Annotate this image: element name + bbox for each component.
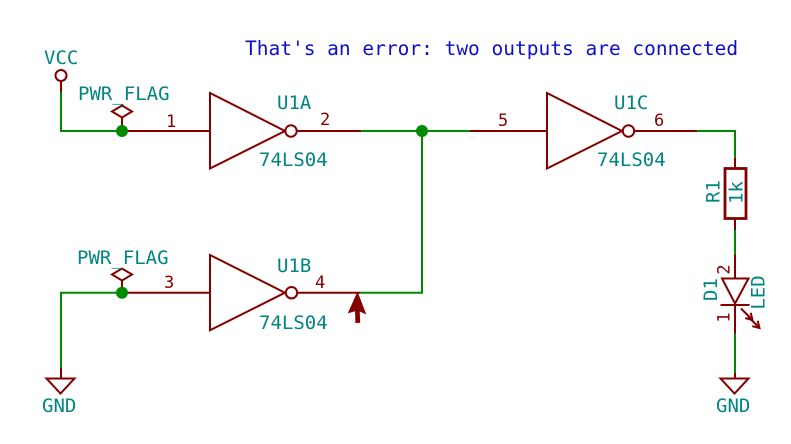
- gate-u1c-ref[interactable]: U1C: [614, 92, 648, 114]
- inverter-bubble-icon: [284, 124, 298, 138]
- pwr-flag-diamond-icon: [110, 267, 134, 282]
- resistor-r1[interactable]: [723, 158, 748, 230]
- note-text[interactable]: That's an error: two outputs are connect…: [245, 37, 738, 60]
- led-light-arrows-icon: [740, 307, 761, 330]
- gnd-left-symbol[interactable]: [44, 368, 77, 395]
- resistor-r1-value[interactable]: 1k: [726, 181, 748, 204]
- pwr-flag-bottom-label[interactable]: PWR_FLAG: [77, 247, 169, 269]
- led-d1-value[interactable]: LED: [748, 275, 770, 309]
- pwr-flag-top-symbol[interactable]: [110, 104, 134, 129]
- pwr-flag-diamond-icon: [110, 104, 134, 119]
- pin-5-number: 5: [498, 111, 508, 131]
- led-d1-ref[interactable]: D1: [700, 278, 722, 301]
- gate-u1b-ref[interactable]: U1B: [277, 255, 311, 277]
- gate-u1c-value[interactable]: 74LS04: [597, 149, 666, 171]
- junction-dot: [416, 125, 428, 137]
- inverter-triangle-icon: [546, 91, 625, 171]
- wire-vcc-to-junction[interactable]: [60, 92, 124, 132]
- inverter-triangle-icon: [209, 253, 288, 332]
- gnd-triangle-icon: [718, 377, 751, 395]
- mouse-cursor-icon: [347, 291, 367, 324]
- gate-u1b-value[interactable]: 74LS04: [259, 312, 328, 334]
- diode-triangle-icon: [720, 277, 751, 306]
- inverter-bubble-icon: [621, 124, 636, 138]
- gate-u1a-ref[interactable]: U1A: [277, 92, 312, 114]
- gate-u1a[interactable]: [122, 91, 361, 171]
- junction-dot: [116, 286, 128, 299]
- pwr-flag-top-label[interactable]: PWR_FLAG: [78, 83, 170, 105]
- vcc-label[interactable]: VCC: [44, 47, 78, 69]
- led-pin-1-number: 1: [715, 312, 735, 322]
- gate-u1c[interactable]: [470, 91, 697, 171]
- led-pin-2-number: 2: [715, 264, 735, 274]
- gnd-triangle-icon: [44, 377, 77, 395]
- inverter-triangle-icon: [209, 91, 288, 171]
- gnd-left-label[interactable]: GND: [42, 395, 76, 417]
- wires: [60, 92, 736, 373]
- gnd-right-label[interactable]: GND: [716, 395, 750, 417]
- pin-2-number: 2: [320, 110, 330, 130]
- wire-junction-to-u1b-out[interactable]: [360, 131, 423, 294]
- gnd-right-symbol[interactable]: [718, 373, 751, 395]
- junction-dot: [116, 125, 128, 137]
- led-d1[interactable]: [720, 254, 761, 334]
- pin-6-number: 6: [654, 111, 664, 131]
- pin-4-number: 4: [315, 273, 325, 293]
- gate-u1b[interactable]: [122, 253, 360, 332]
- inverter-bubble-icon: [284, 286, 299, 300]
- vcc-circle-icon: [54, 69, 68, 82]
- pin-3-number: 3: [164, 273, 174, 293]
- resistor-r1-ref[interactable]: R1: [703, 180, 725, 203]
- wire-gnd-to-u1b-in[interactable]: [60, 291, 124, 368]
- vcc-symbol[interactable]: [54, 69, 68, 92]
- pin-1-number: 1: [166, 112, 176, 132]
- gate-u1a-value[interactable]: 74LS04: [259, 149, 328, 171]
- wire-u1c-out-to-r1[interactable]: [697, 130, 736, 159]
